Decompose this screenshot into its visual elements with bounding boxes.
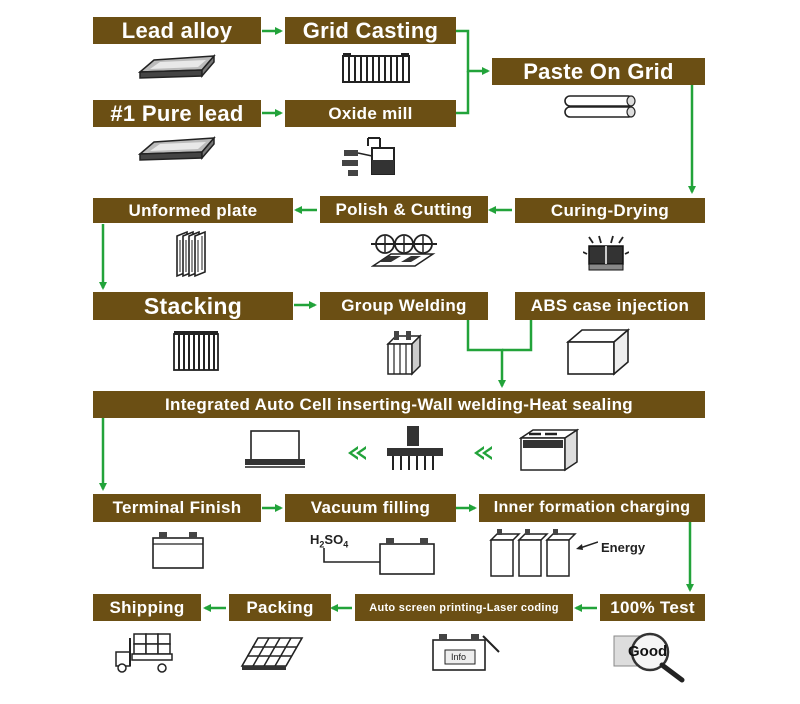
rolled-plates-icon xyxy=(564,95,636,118)
battery-icon xyxy=(152,532,204,569)
step-abs-case-injection: ABS case injection xyxy=(515,292,705,320)
step-terminal-finish: Terminal Finish xyxy=(93,494,261,522)
abs-case-icon xyxy=(566,328,630,376)
oxide-mill-icon xyxy=(342,137,395,176)
step-inner-formation: Inner formation charging xyxy=(479,494,705,522)
welding-head-icon xyxy=(387,426,443,470)
grid-icon xyxy=(342,53,410,83)
arrow-abs-to-integrated xyxy=(502,320,533,352)
cutting-rollers-icon xyxy=(371,234,437,267)
step-integrated: Integrated Auto Cell inserting-Wall weld… xyxy=(93,391,705,418)
good-magnifier-icon xyxy=(613,632,685,683)
packing-pallet-icon xyxy=(240,637,304,670)
step-polish-cutting: Polish & Cutting xyxy=(320,196,488,223)
vacuum-filling-icon xyxy=(323,538,435,575)
unformed-plate-icon xyxy=(176,230,206,278)
lead-ingot-icon xyxy=(137,53,216,79)
welded-group-icon xyxy=(386,331,422,376)
stacked-plates-icon xyxy=(173,331,219,371)
energy-arrow-icon xyxy=(576,541,598,550)
step-packing: Packing xyxy=(229,594,331,621)
step-paste-on-grid: Paste On Grid xyxy=(492,58,705,85)
h2so4-label: H2SO4 xyxy=(310,532,349,550)
step-grid-casting: Grid Casting xyxy=(285,17,456,44)
info-label: Info xyxy=(451,652,467,662)
step-vacuum-filling: Vacuum filling xyxy=(285,494,456,522)
chevron-arrows xyxy=(348,446,492,460)
step-group-welding: Group Welding xyxy=(320,292,488,320)
arrow-oxide-to-paste xyxy=(456,71,470,115)
forklift-icon xyxy=(115,633,173,673)
step-100-test: 100% Test xyxy=(600,594,705,621)
lead-ingot-icon xyxy=(137,135,216,161)
step-shipping: Shipping xyxy=(93,594,201,621)
step-oxide-mill: Oxide mill xyxy=(285,100,456,127)
step-lead-alloy: Lead alloy xyxy=(93,17,261,44)
step-unformed-plate: Unformed plate xyxy=(93,198,293,223)
sealed-battery-icon xyxy=(245,430,305,468)
curing-oven-icon xyxy=(583,235,629,271)
step-auto-screen: Auto screen printing-Laser coding xyxy=(355,594,573,621)
step-pure-lead: #1 Pure lead xyxy=(93,100,261,127)
step-stacking: Stacking xyxy=(93,292,293,320)
battery-cells-icon xyxy=(489,529,577,577)
battery-case-icon xyxy=(519,428,579,472)
arrow-group-to-integrated xyxy=(466,320,506,388)
laser-printer-icon xyxy=(432,634,500,671)
energy-label: Energy xyxy=(601,540,646,555)
step-curing-drying: Curing-Drying xyxy=(515,198,705,223)
arrow-grid-to-paste xyxy=(456,29,490,75)
good-label: Good xyxy=(628,643,668,660)
